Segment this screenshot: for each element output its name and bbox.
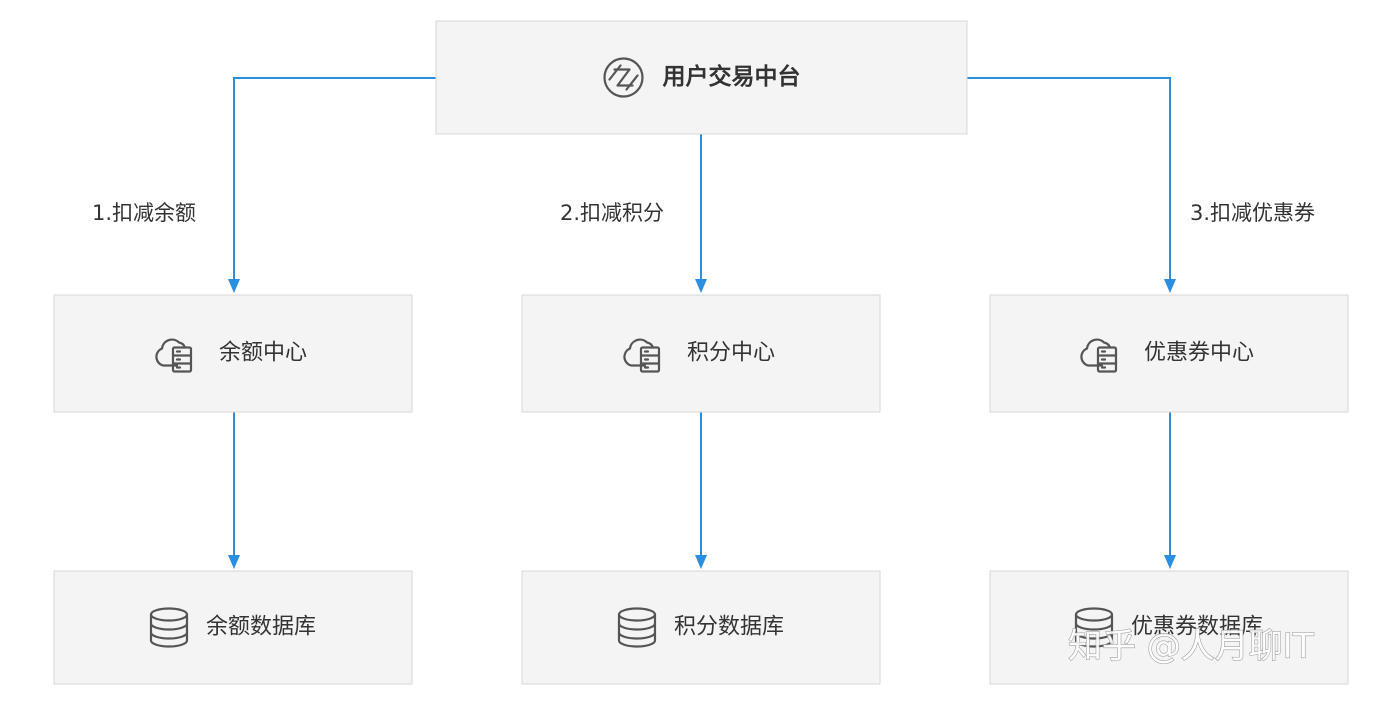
node-box <box>989 570 1349 685</box>
node-box <box>53 570 413 685</box>
cloud-server-icon <box>1080 338 1118 373</box>
arrowhead-icon <box>1164 279 1176 293</box>
edge-line <box>233 77 436 281</box>
node-label: 用户交易中台 <box>663 63 801 90</box>
node-coupon-db[interactable]: 优惠券数据库 <box>989 570 1349 685</box>
database-icon <box>617 607 657 648</box>
watermark-text: 知乎 @人月聊IT <box>1068 627 1314 667</box>
node-label: 积分数据库 <box>674 615 784 640</box>
node-points-db[interactable]: 积分数据库 <box>521 570 881 685</box>
database-icon <box>149 607 189 648</box>
node-label: 优惠券数据库 <box>1131 615 1263 640</box>
edge-label: 1.扣减余额 <box>92 201 196 225</box>
cloud-server-icon <box>155 338 193 373</box>
arrowhead-icon <box>695 555 707 569</box>
edge-line <box>967 77 1171 281</box>
node-box <box>53 294 413 413</box>
node-trade[interactable]: 用户交易中台 <box>435 20 968 135</box>
node-balance-db[interactable]: 余额数据库 <box>53 570 413 685</box>
arrowhead-icon <box>695 279 707 293</box>
arrowhead-icon <box>228 279 240 293</box>
zhongtai-logo-icon <box>603 57 644 98</box>
cloud-server-icon <box>623 338 661 373</box>
database-icon <box>1074 607 1114 648</box>
edge-balance_center-to-balance_db <box>228 412 240 569</box>
edge-trade-to-points_center: 2.扣减积分 <box>560 134 707 293</box>
edge-trade-to-coupon_center: 3.扣减优惠券 <box>967 77 1315 293</box>
edge-trade-to-balance_center: 1.扣减余额 <box>92 77 436 293</box>
node-label: 优惠券中心 <box>1144 341 1254 366</box>
node-coupon-center[interactable]: 优惠券中心 <box>989 294 1349 413</box>
arrowhead-icon <box>228 555 240 569</box>
arrowhead-icon <box>1164 555 1176 569</box>
node-label: 积分中心 <box>687 341 775 366</box>
edges-layer: 1.扣减余额 2.扣减积分 3.扣减优惠券 <box>92 77 1315 569</box>
edge-coupon_center-to-coupon_db <box>1164 412 1176 569</box>
node-box <box>521 570 881 685</box>
node-label: 余额中心 <box>219 341 307 366</box>
node-box <box>435 20 968 135</box>
node-label: 余额数据库 <box>206 615 316 640</box>
node-balance-center[interactable]: 余额中心 <box>53 294 413 413</box>
edge-label: 3.扣减优惠券 <box>1190 201 1315 225</box>
node-box <box>521 294 881 413</box>
edge-points_center-to-points_db <box>695 412 707 569</box>
edge-label: 2.扣减积分 <box>560 201 664 225</box>
node-box <box>989 294 1349 413</box>
node-points-center[interactable]: 积分中心 <box>521 294 881 413</box>
